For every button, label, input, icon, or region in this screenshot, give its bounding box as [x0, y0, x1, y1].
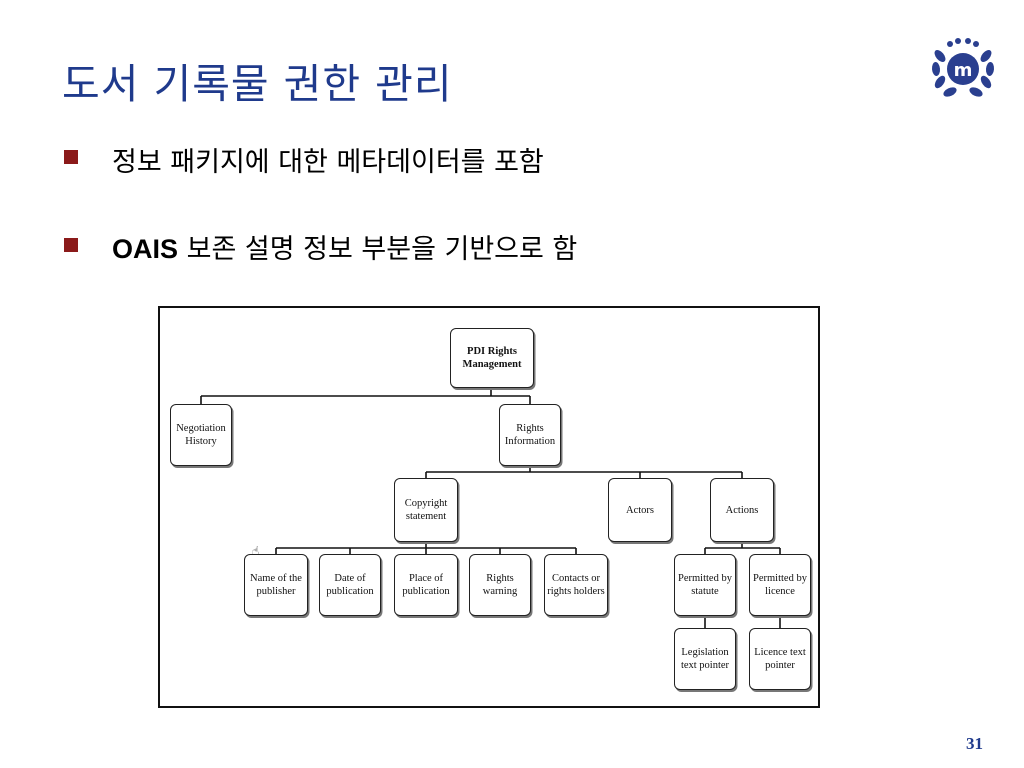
- node-rights-information: Rights Information: [499, 404, 561, 466]
- page-number: 31: [966, 734, 983, 753]
- node-date-of-publication: Date of publication: [319, 554, 381, 616]
- hand-cursor-icon: ☝: [252, 544, 260, 558]
- bullet-1-body: 정보 패키지에 대한 메타데이터를 포함: [112, 147, 544, 178]
- node-name-of-publisher: Name of the publisher: [244, 554, 308, 616]
- node-licence-text-pointer: Licence text pointer: [749, 628, 811, 690]
- node-actions: Actions: [710, 478, 774, 542]
- slide-title: 도서 기록물 권한 관리: [62, 60, 453, 108]
- bullet-2-prefix: OAIS: [112, 234, 179, 264]
- node-pdi-rights-management: PDI Rights Management: [450, 328, 534, 388]
- institution-logo: m: [931, 38, 995, 97]
- node-legislation-text-pointer: Legislation text pointer: [674, 628, 736, 690]
- node-negotiation-history: Negotiation History: [170, 404, 232, 466]
- node-copyright-statement: Copyright statement: [394, 478, 458, 542]
- bullet-text-1: 정보 패키지에 대한 메타데이터를 포함: [112, 140, 544, 179]
- bullet-marker-1: [64, 150, 78, 164]
- node-rights-warning: Rights warning: [469, 554, 531, 616]
- svg-text:m: m: [954, 60, 973, 81]
- diagram-connectors: [200, 388, 781, 628]
- bullet-text-2: OAIS 보존 설명 정보 부분을 기반으로 함: [112, 227, 577, 266]
- rights-management-diagram: PDI Rights Management Negotiation Histor…: [158, 306, 820, 708]
- node-permitted-by-statute: Permitted by statute: [674, 554, 736, 616]
- node-permitted-by-licence: Permitted by licence: [749, 554, 811, 616]
- bullet-marker-2: [64, 238, 78, 252]
- node-place-of-publication: Place of publication: [394, 554, 458, 616]
- node-actors: Actors: [608, 478, 672, 542]
- bullet-2-body: 보존 설명 정보 부분을 기반으로 함: [178, 234, 578, 265]
- node-contacts-or-rights-holders: Contacts or rights holders: [544, 554, 608, 616]
